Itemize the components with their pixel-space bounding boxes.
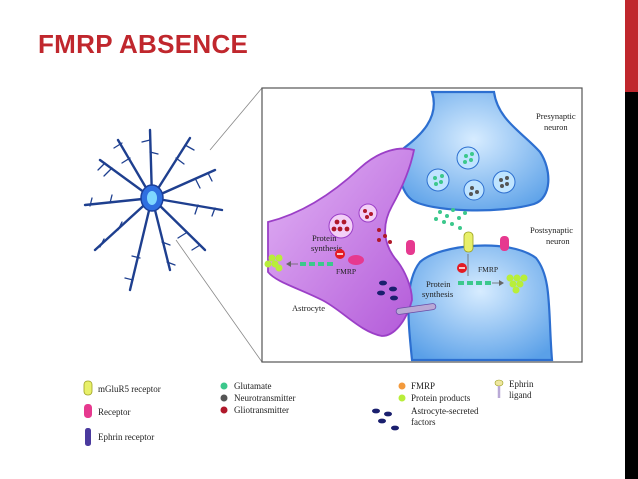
neuron-protein-label-1: Protein	[426, 279, 451, 289]
legend-astrocyte-factors-label-2: factors	[411, 417, 436, 427]
legend-gliotransmitter-icon	[220, 406, 228, 414]
receptors	[406, 231, 509, 255]
legend-mglur5-label: mGluR5 receptor	[98, 384, 161, 394]
legend-neurotransmitter-label: Neurotransmitter	[234, 393, 295, 403]
legend-mglur5-icon	[83, 380, 93, 396]
legend-gliotransmitter-label: Gliotransmitter	[234, 405, 289, 415]
legend-ephrin-ligand-label-2: ligand	[509, 390, 532, 400]
legend-receptor-label: Receptor	[98, 407, 130, 417]
postsynaptic-neuron	[407, 244, 554, 362]
legend-fmrp-label: FMRP	[411, 381, 435, 391]
legend-glutamate-icon	[220, 382, 228, 390]
astrocyte-cell-illustration	[83, 128, 224, 292]
slide-edge-accent	[625, 0, 638, 92]
presynaptic-vesicles	[426, 146, 516, 201]
legend-protein-products-label: Protein products	[411, 393, 471, 403]
presynaptic-label-1: Presynaptic	[536, 111, 576, 121]
neuron-protein-label-2: synthesis	[422, 289, 453, 299]
zoom-line-top	[209, 87, 263, 151]
legend-protein-products-icon	[398, 394, 406, 402]
legend: mGluR5 receptor Receptor Ephrin receptor…	[83, 379, 534, 446]
postsynaptic-label-2: neuron	[546, 236, 570, 246]
legend-ephrin-ligand-icon	[494, 379, 504, 398]
legend-ephrin-receptor-icon	[85, 428, 91, 446]
postsynaptic-label-1: Postsynaptic	[530, 225, 573, 235]
legend-ephrin-receptor-label: Ephrin receptor	[98, 432, 154, 442]
neuron-protein-synthesis: FMRP Protein synthesis	[422, 254, 528, 299]
gliotransmitter-vesicles	[328, 203, 378, 239]
astro-protein-label-2: synthesis	[311, 243, 342, 253]
released-glutamate	[434, 208, 467, 230]
legend-astrocyte-factors-label-1: Astrocyte-secreted	[411, 406, 479, 416]
astrocyte-secreted-factors	[377, 280, 398, 301]
astrocyte-protein-synthesis: Protein synthesis FMRP	[264, 233, 364, 276]
ephrin-interaction	[395, 303, 437, 315]
astro-fmrp-label: FMRP	[336, 267, 356, 276]
released-gliotransmitter	[377, 228, 392, 244]
legend-ephrin-ligand-label-1: Ephrin	[509, 379, 534, 389]
neuron-fmrp-label: FMRP	[478, 265, 498, 274]
legend-neurotransmitter-icon	[220, 394, 228, 402]
presynaptic-label-2: neuron	[544, 122, 568, 132]
slide-edge-bar	[625, 0, 638, 479]
astrocyte-process	[267, 147, 416, 337]
legend-glutamate-label: Glutamate	[234, 381, 272, 391]
slide-title: FMRP ABSENCE	[38, 29, 249, 59]
legend-fmrp-icon	[398, 382, 406, 390]
astro-protein-label-1: Protein	[312, 233, 337, 243]
astrocyte-label: Astrocyte	[292, 303, 325, 313]
legend-receptor-icon	[84, 404, 92, 418]
legend-astrocyte-factors-icon	[372, 408, 399, 431]
inset-labels: Presynaptic neuron Postsynaptic neuron A…	[292, 111, 576, 313]
zoom-line-bottom	[175, 239, 263, 363]
